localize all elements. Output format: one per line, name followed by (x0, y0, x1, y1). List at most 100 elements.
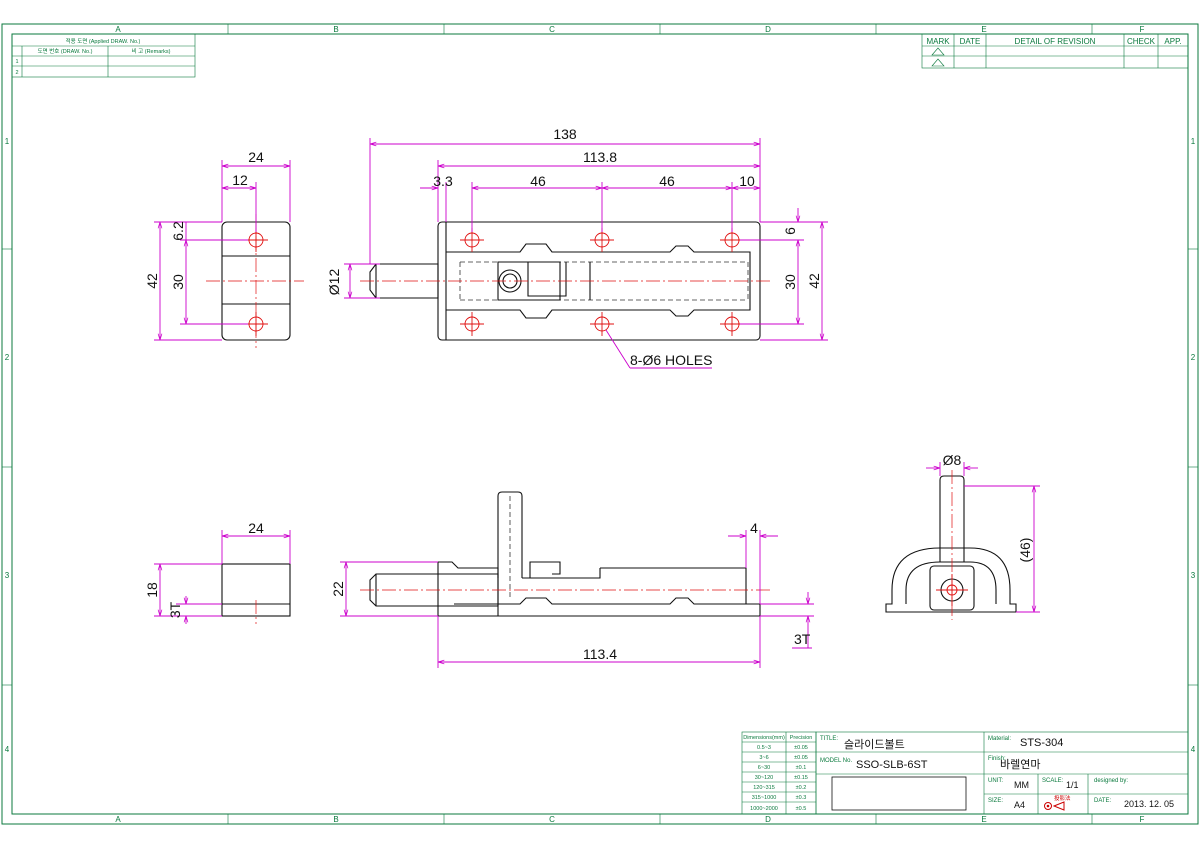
dim-overall-length: 138 (553, 126, 577, 142)
bracket-side-dimensions: 24 18 3T (144, 520, 291, 624)
slide-bolt-front-dimensions: 22 4 3T 113.4 (330, 520, 814, 668)
revision-table: MARK DATE DETAIL OF REVISION CHECK APP. (921, 33, 1189, 69)
slide-bolt-end-view (885, 470, 1017, 620)
drawing-title: 슬라이드볼트 (844, 738, 905, 751)
unit-value: MM (1014, 780, 1029, 790)
zone-col-f-bottom: F (1140, 815, 1145, 824)
tolerance-value: ±0.05 (794, 745, 808, 751)
dim-side-thickness: 3T (167, 601, 183, 618)
material-value: STS-304 (1020, 737, 1063, 749)
revision-triangle-icon (931, 47, 945, 56)
dim-front-thickness: 3T (794, 631, 811, 647)
unit-label: UNIT: (988, 778, 1003, 784)
dim-front-length: 113.4 (583, 646, 617, 662)
tolerance-range: 315~1000 (752, 795, 777, 801)
drawing-frame (1, 23, 1199, 825)
zone-row-3-left: 3 (5, 571, 10, 580)
dim-bracket-offset: 6.2 (170, 221, 186, 241)
finish-value: 바렐연마 (1000, 758, 1040, 771)
holes-note: 8-Ø6 HOLES (630, 352, 712, 368)
tolerance-range: 120~315 (753, 785, 775, 791)
zone-col-a-top: A (115, 25, 121, 34)
designed-by-label: designed by: (1094, 778, 1128, 784)
revision-header-detail: DETAIL OF REVISION (1015, 37, 1096, 46)
zone-row-2-right: 2 (1191, 353, 1196, 362)
applied-table-col2: 비 고 (Remarks) (132, 47, 171, 55)
zone-row-4-right: 4 (1191, 745, 1196, 754)
zone-row-3-right: 3 (1191, 571, 1196, 580)
zone-row-1-right: 1 (1191, 137, 1196, 146)
revision-header-mark: MARK (926, 37, 950, 46)
tolerance-value: ±0.05 (794, 755, 808, 761)
dim-end-offset: 10 (739, 173, 755, 189)
tolerance-range: 30~120 (755, 775, 774, 781)
dim-edge-offset: 3.3 (433, 173, 453, 189)
third-angle-projection-icon (1044, 801, 1065, 811)
dim-bracket-height: 42 (144, 273, 160, 289)
zone-row-2-left: 2 (5, 353, 10, 362)
title-label: TITLE: (820, 736, 838, 742)
dim-hole-pitch-2: 46 (659, 173, 675, 189)
zone-col-a-bottom: A (115, 815, 121, 824)
tolerance-header-dimensions: Dimensions(mm) (743, 735, 785, 741)
tolerance-value: ±0.2 (796, 785, 807, 791)
revision-header-check: CHECK (1127, 37, 1156, 46)
zone-col-d-bottom: D (765, 815, 771, 824)
dim-bracket-pitch: 30 (170, 274, 186, 290)
dim-plate-height: 42 (806, 273, 822, 289)
applied-table-row-1: 1 (15, 59, 18, 65)
dim-handle-height: (46) (1017, 538, 1033, 563)
dim-front-height: 22 (330, 581, 346, 597)
slide-bolt-plan-view (360, 221, 770, 341)
tolerance-value: ±0.15 (794, 775, 808, 781)
zone-labels: A B C D E F A B C D E F 1 2 3 4 1 2 3 4 (5, 25, 1196, 824)
dim-hole-pitch-1: 46 (530, 173, 546, 189)
zone-col-e-bottom: E (981, 815, 986, 824)
applied-table-col1: 도면 번호 (DRAW. No.) (38, 47, 93, 55)
zone-col-b-bottom: B (333, 815, 338, 824)
slide-bolt-plan-dimensions: 138 113.8 3.3 46 46 10 6 30 42 Ø12 (326, 126, 828, 369)
title-block: TITLE: 슬라이드볼트 MODEL No. SSO-SLB-6ST Mate… (815, 731, 1189, 815)
zone-col-b-top: B (333, 25, 338, 34)
tolerance-value: ±0.3 (796, 795, 807, 801)
zone-row-1-left: 1 (5, 137, 10, 146)
zone-col-e-top: E (981, 25, 986, 34)
date-label: DATE: (1094, 798, 1112, 804)
tolerance-range: 0.5~3 (757, 745, 771, 751)
dim-bracket-width: 24 (248, 149, 264, 165)
applied-table-title: 적용 도면 (Applied DRAW. No.) (66, 37, 141, 45)
zone-col-c-bottom: C (549, 815, 555, 824)
tolerance-value: ±0.1 (796, 765, 807, 771)
mounting-hole (590, 312, 614, 336)
bracket-plan-view (206, 214, 304, 348)
zone-col-f-top: F (1140, 25, 1145, 34)
dim-hole-edge-6: 6 (782, 227, 798, 235)
revision-triangle-icon (931, 58, 945, 67)
date-value: 2013. 12. 05 (1124, 799, 1174, 809)
model-number: SSO-SLB-6ST (856, 759, 928, 771)
zone-col-d-top: D (765, 25, 771, 34)
slide-bolt-end-dimensions: Ø8 (46) (926, 452, 1040, 613)
scale-value: 1/1 (1066, 780, 1079, 790)
tolerance-table: Dimensions(mm) Precision 0.5~3 ±0.05 3~6… (741, 731, 817, 815)
tolerance-range: 6~30 (758, 765, 770, 771)
dim-handle-diameter: Ø8 (943, 452, 962, 468)
revision-header-app: APP. (1164, 37, 1181, 46)
dim-side-width: 24 (248, 520, 264, 536)
tolerance-header-precision: Precision (790, 735, 813, 741)
zone-row-4-left: 4 (5, 745, 10, 754)
tolerance-range: 3~6 (759, 755, 768, 761)
applied-drawing-table: 적용 도면 (Applied DRAW. No.) 도면 번호 (DRAW. N… (11, 33, 196, 78)
dim-front-end-4: 4 (750, 520, 758, 536)
dim-hole-pitch-vertical: 30 (782, 274, 798, 290)
zone-col-c-top: C (549, 25, 555, 34)
material-label: Material: (988, 736, 1011, 742)
applied-table-row-2: 2 (15, 70, 18, 76)
mounting-hole (460, 312, 484, 336)
revision-header-date: DATE (960, 37, 981, 46)
size-value: A4 (1014, 800, 1025, 810)
tolerance-range: 1000~2000 (750, 806, 778, 812)
finish-label: Finish: (988, 756, 1006, 762)
dim-bracket-half: 12 (232, 172, 248, 188)
